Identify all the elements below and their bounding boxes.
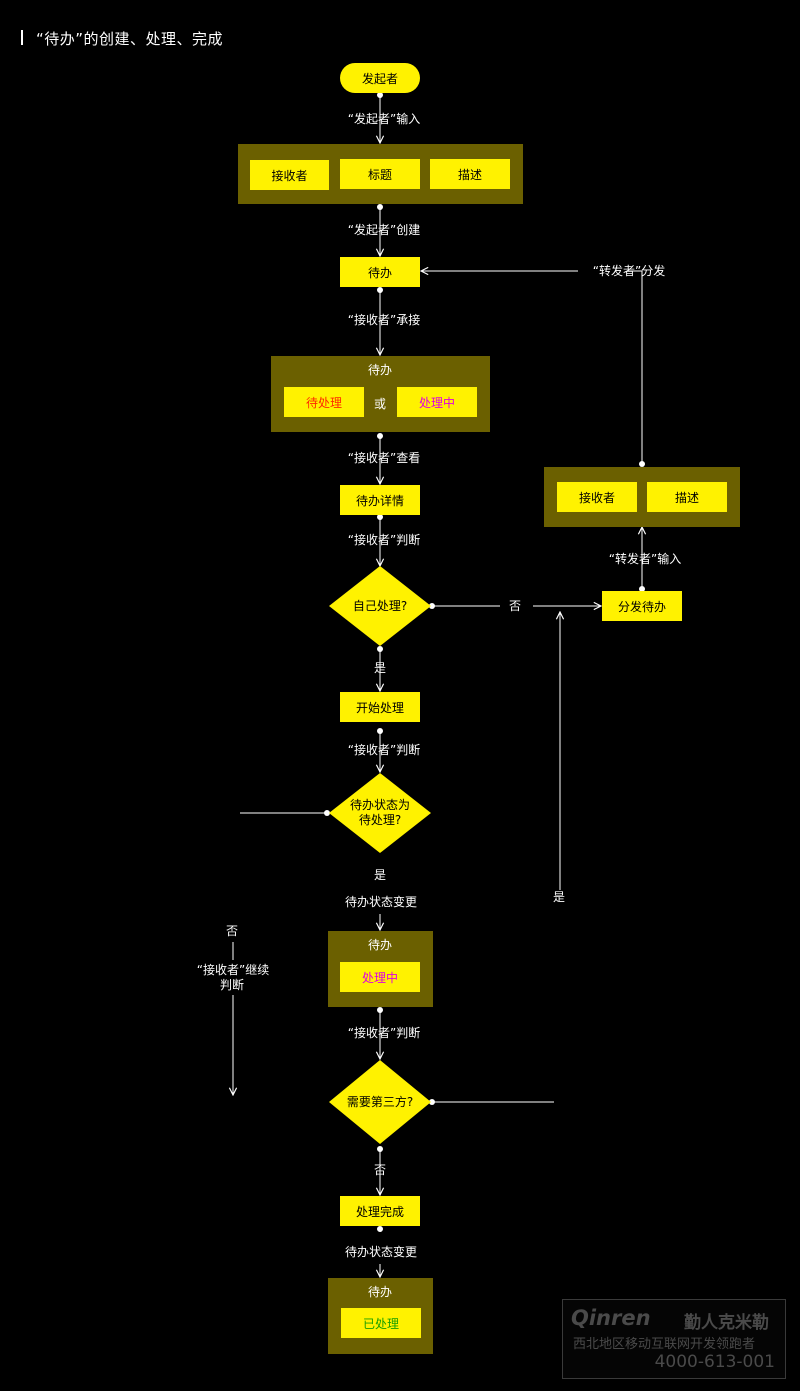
watermark-brand: Qinren — [571, 1306, 651, 1330]
decision-third-party-shape — [329, 1060, 431, 1144]
field-description: 描述 — [430, 159, 510, 189]
label-receiver-accept: “接收者”承接 — [347, 313, 421, 327]
dot — [377, 204, 383, 210]
node-initiator: 发起者 — [340, 63, 420, 93]
dot — [377, 287, 383, 293]
status-processing: 处理中 — [397, 387, 477, 417]
label-yes-1: 是 — [373, 661, 387, 675]
panel-todo-processed-title: 待办 — [367, 1285, 393, 1299]
field-title: 标题 — [340, 159, 420, 189]
field-receiver: 接收者 — [250, 160, 329, 190]
decision-status-text: 待办状态为 待处理? — [329, 773, 431, 853]
dot — [377, 1226, 383, 1232]
label-initiator-create: “发起者”创建 — [347, 223, 421, 237]
forwarder-field-description: 描述 — [647, 482, 727, 512]
connector-forwarder-to-todo — [628, 270, 643, 464]
dot — [639, 586, 645, 592]
node-distribute-todo: 分发待办 — [602, 591, 682, 621]
decision-status-shape — [329, 773, 431, 853]
watermark-phone: 4000-613-001 — [654, 1352, 775, 1372]
label-receiver-view: “接收者”查看 — [347, 451, 421, 465]
label-receiver-judge-2: “接收者”判断 — [347, 743, 421, 757]
status-or: 或 — [373, 397, 387, 411]
label-initiator-input: “发起者”输入 — [347, 112, 421, 126]
label-forwarder-distribute: “转发者”分发 — [592, 264, 666, 278]
label-no-2: 否 — [225, 924, 239, 938]
node-processing-done: 处理完成 — [340, 1196, 420, 1226]
dot — [377, 728, 383, 734]
dot — [377, 1146, 383, 1152]
decision-status-line1: 待办状态为 — [349, 798, 410, 812]
dot — [639, 461, 645, 467]
label-no-3: 否 — [373, 1163, 387, 1177]
status-pending: 待处理 — [284, 387, 364, 417]
forwarder-field-receiver: 接收者 — [557, 482, 637, 512]
watermark-brand-cn: 勤人克米勒 — [684, 1313, 769, 1333]
decision-third-party-text: 需要第三方? — [346, 1094, 414, 1109]
watermark-subtitle: 西北地区移动互联网开发领跑者 — [573, 1337, 756, 1352]
status-processed: 已处理 — [341, 1308, 421, 1338]
dot — [324, 810, 330, 816]
label-yes-3: 是 — [552, 890, 566, 904]
label-no-1: 否 — [508, 599, 522, 613]
dot — [377, 1007, 383, 1013]
decision-status-line2: 待处理? — [358, 813, 402, 827]
dot — [377, 514, 383, 520]
title-marker — [21, 30, 23, 45]
label-receiver-judge-3: “接收者”判断 — [347, 1026, 421, 1040]
label-status-change-1: 待办状态变更 — [344, 895, 418, 909]
watermark: Qinren 勤人克米勒 西北地区移动互联网开发领跑者 4000-613-001 — [562, 1299, 786, 1379]
dot — [429, 603, 435, 609]
panel-todo-processing-title: 待办 — [367, 938, 393, 952]
page-title: “待办”的创建、处理、完成 — [36, 30, 224, 48]
label-status-change-2: 待办状态变更 — [344, 1245, 418, 1259]
decision-self-shape — [329, 566, 431, 646]
dot — [377, 646, 383, 652]
panel-todo-status-title: 待办 — [367, 363, 393, 377]
dot — [429, 1099, 435, 1105]
node-start-processing: 开始处理 — [340, 692, 420, 722]
dot — [377, 92, 383, 98]
decision-self-text: 自己处理? — [352, 598, 408, 613]
status-processing-2: 处理中 — [340, 962, 420, 992]
dot — [377, 433, 383, 439]
node-todo: 待办 — [340, 257, 420, 287]
label-forwarder-input: “转发者”输入 — [608, 552, 682, 566]
label-receiver-judge-1: “接收者”判断 — [347, 533, 421, 547]
label-yes-2: 是 — [373, 868, 387, 882]
node-todo-detail: 待办详情 — [340, 485, 420, 515]
label-receiver-continue-2: 判断 — [219, 978, 245, 992]
label-receiver-continue-1: “接收者”继续 — [196, 963, 270, 977]
